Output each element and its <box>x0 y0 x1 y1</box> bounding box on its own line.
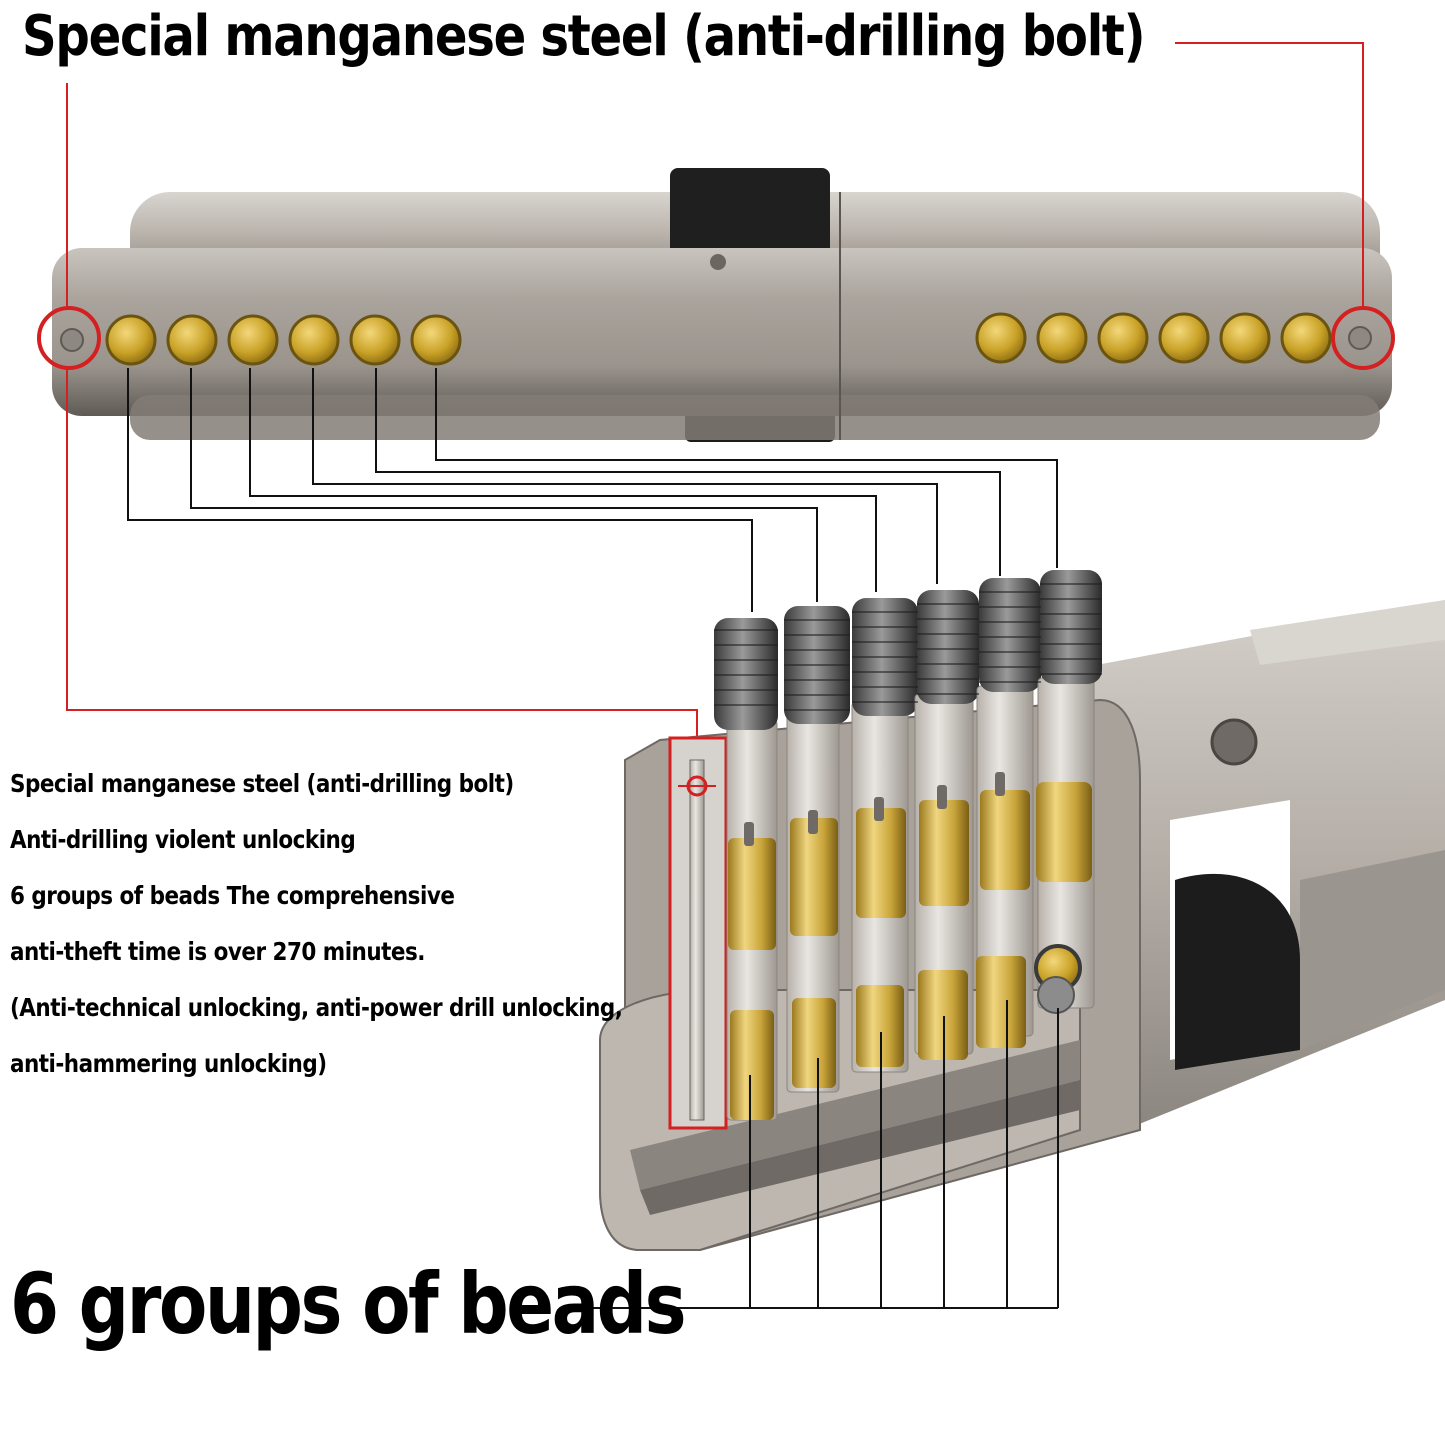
rear-plug <box>1300 850 1445 1050</box>
key-pin <box>976 956 1026 1048</box>
feature-line: (Anti-technical unlocking, anti-power dr… <box>10 993 623 1022</box>
bolt-callout-box <box>668 736 728 1130</box>
key-pin <box>918 970 968 1060</box>
driver-pin <box>1036 782 1092 882</box>
pin-leader-lines <box>127 368 1058 612</box>
feature-line: anti-hammering unlocking) <box>10 1049 327 1078</box>
steel-ball <box>1037 976 1075 1014</box>
leader-line <box>249 368 877 592</box>
brass-pin-head <box>288 314 340 366</box>
driver-pin <box>856 808 906 918</box>
feature-list: Special manganese steel (anti-drilling b… <box>10 762 623 1098</box>
key-pin <box>792 998 836 1088</box>
pin-stack-3 <box>851 598 918 1073</box>
heading-title: Special manganese steel (anti-drilling b… <box>22 4 1146 69</box>
leader-line <box>375 368 1001 576</box>
feature-line: Special manganese steel (anti-drilling b… <box>10 769 514 798</box>
cam-top <box>670 168 830 260</box>
spring <box>979 578 1041 692</box>
leader-line <box>312 368 938 584</box>
feature-line: Anti-drilling violent unlocking <box>10 825 356 854</box>
anti-drill-bolt-left <box>60 328 84 352</box>
key-pin <box>730 1010 774 1120</box>
pin-stack-6 <box>1034 570 1102 1014</box>
pin-stack-1 <box>714 618 778 1121</box>
brass-pin-head <box>1219 312 1271 364</box>
pin-holes-left <box>105 314 462 366</box>
brass-pin-head <box>1158 312 1210 364</box>
anti-drill-bolt-rod <box>689 759 705 1121</box>
cam-dark <box>1175 873 1300 1070</box>
spring <box>917 590 979 704</box>
spring <box>1040 570 1102 684</box>
red-callout-circle-left <box>37 306 101 370</box>
pin-rods <box>744 772 1005 846</box>
driver-pin <box>728 838 776 950</box>
lower-barrel <box>52 248 1392 416</box>
driver-pin <box>980 790 1030 890</box>
pin-holes-right <box>975 312 1332 364</box>
leader-line <box>190 368 818 602</box>
brass-pin-head <box>1280 312 1332 364</box>
driver-pin <box>790 818 838 936</box>
leader-line <box>127 368 753 612</box>
feature-line: anti-theft time is over 270 minutes. <box>10 937 425 966</box>
driver-pin <box>919 800 969 906</box>
beads-label: 6 groups of beads <box>10 1255 687 1353</box>
anti-drill-bolt-right <box>1348 326 1372 350</box>
brass-pin-head <box>349 314 401 366</box>
barrel-shadow <box>130 395 1380 440</box>
heading-callout-line <box>1175 42 1364 308</box>
cutaway-lock-cylinder <box>599 570 1445 1251</box>
brass-pin-head <box>227 314 279 366</box>
beads-leader-lines <box>593 1000 1059 1309</box>
feature-line: 6 groups of beads The comprehensive <box>10 881 455 910</box>
brass-pin-head <box>975 312 1027 364</box>
spring-coils <box>714 583 1102 711</box>
key-pin <box>856 985 904 1067</box>
pin-stack-4 <box>914 590 979 1060</box>
top-lock-cylinder <box>37 168 1395 442</box>
brass-pin-head <box>410 314 462 366</box>
barrel-highlight <box>1250 600 1445 665</box>
brass-pin-head <box>105 314 157 366</box>
brass-pin-head <box>1097 312 1149 364</box>
keyway-slot <box>630 1040 1080 1190</box>
mount-screw-hole <box>1210 718 1258 766</box>
brass-pin-head <box>1036 312 1088 364</box>
set-screw-hole <box>710 254 726 270</box>
pin-stack-5 <box>976 578 1041 1048</box>
brass-pin-head <box>166 314 218 366</box>
leader-line <box>435 368 1058 568</box>
